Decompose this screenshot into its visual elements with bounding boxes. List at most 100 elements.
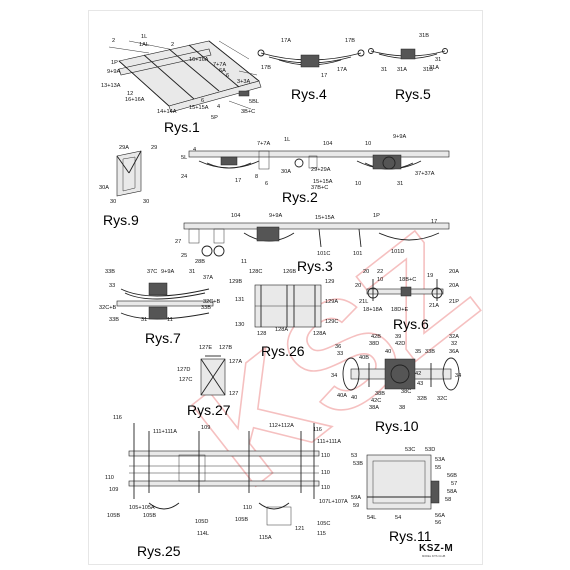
label: 3+3A — [237, 79, 250, 85]
figure-title-rys11: Rys.11 — [389, 528, 432, 544]
label: 111+111A — [317, 439, 341, 445]
label: 14+14A — [157, 109, 177, 115]
label: 53D — [425, 447, 435, 453]
figure-rys5-drawing — [368, 48, 448, 60]
label: 19 — [427, 273, 433, 279]
label: 110 — [321, 485, 330, 491]
label: 20 — [355, 283, 361, 289]
label: 104 — [323, 141, 332, 147]
figure-title-rys9: Rys.9 — [103, 212, 139, 228]
figure-title-rys26: Rys.26 — [261, 343, 305, 359]
label: 5BL — [249, 99, 259, 105]
label: 16+16A — [125, 97, 145, 103]
label: 42 — [415, 371, 421, 377]
label: 33 — [109, 283, 115, 289]
label: 8 — [255, 174, 258, 180]
label: 22 — [377, 269, 383, 275]
label: 31 — [381, 67, 387, 73]
label: 56A — [435, 513, 445, 519]
label: 18D+E — [391, 307, 409, 313]
label: 2 — [171, 42, 174, 48]
drawing-canvas: KSZ 2 1L 1AL 2 1P 9+9A 13+13A 12 16+16A … — [99, 33, 482, 559]
label: 36 — [335, 344, 341, 350]
label: 54L — [367, 515, 376, 521]
label: 29+29A — [311, 167, 331, 173]
label: 42B — [371, 334, 381, 340]
label: 31 — [397, 181, 403, 187]
label: 13+13A — [101, 83, 121, 89]
label: 37C — [147, 269, 157, 275]
label: 1AL — [139, 42, 149, 48]
label: 111+111A — [153, 429, 177, 435]
label: 17 — [235, 178, 241, 184]
label: 17A — [281, 38, 291, 44]
label: 128A — [313, 331, 326, 337]
label: 127D — [177, 367, 190, 373]
label: 31B — [419, 33, 429, 39]
label: 121 — [295, 526, 304, 532]
label: 9+9A — [107, 69, 120, 75]
label: 5P — [211, 115, 218, 121]
label: 33B — [201, 305, 211, 311]
label: 11 — [167, 317, 173, 323]
label: 128A — [275, 327, 288, 333]
label: 33 — [337, 351, 343, 357]
label: 6 — [201, 98, 204, 104]
label: 11 — [241, 259, 247, 265]
label: 6A — [219, 68, 226, 74]
label: 127C — [179, 377, 192, 383]
label: 105B — [235, 517, 248, 523]
label: 105D — [195, 519, 208, 525]
label: 101 — [353, 251, 362, 257]
label: 18+18A — [363, 307, 383, 313]
label: 32C+B — [203, 299, 221, 305]
label: 21L — [359, 299, 368, 305]
label: 9+9A — [393, 134, 406, 140]
figure-title-rys3: Rys.3 — [297, 258, 333, 274]
label: 31B — [423, 67, 433, 73]
label: 21A — [429, 303, 439, 309]
label: 32A — [449, 334, 459, 340]
label: 30A — [281, 169, 291, 175]
label: 31A — [429, 65, 439, 71]
label: 104 — [231, 213, 240, 219]
label: 110 — [321, 453, 330, 459]
label: 105B — [143, 513, 156, 519]
label: 21P — [449, 299, 459, 305]
label: 58 — [445, 497, 451, 503]
figure-title-rys5: Rys.5 — [395, 86, 431, 102]
label: 107L+107A — [319, 499, 348, 505]
label: 31 — [435, 57, 441, 63]
label: 15+15A — [315, 215, 335, 221]
label: 32B — [417, 396, 427, 402]
figure-rys7-drawing — [116, 282, 214, 320]
figure-rys3-drawing — [183, 222, 450, 257]
label: 25 — [181, 253, 187, 259]
label: 110 — [243, 505, 252, 511]
label: 34 — [455, 373, 461, 379]
label: 129B — [229, 279, 242, 285]
label: 53 — [351, 453, 357, 459]
label: 17 — [321, 73, 327, 79]
label: 109 — [201, 425, 210, 431]
figure-rys26-drawing — [254, 284, 322, 328]
label: 31 — [141, 317, 147, 323]
label: 40 — [351, 395, 357, 401]
figure-title-rys10: Rys.10 — [375, 418, 419, 434]
label: 53C — [405, 447, 415, 453]
label: 28B — [195, 259, 205, 265]
label: 9+9A — [269, 213, 282, 219]
label: 30 — [110, 199, 116, 205]
label: 40A — [337, 393, 347, 399]
figure-title-rys1: Rys.1 — [164, 119, 200, 135]
label: 53A — [435, 457, 445, 463]
label: 17B — [261, 65, 271, 71]
label: 114L — [197, 531, 209, 537]
label: 6 — [226, 73, 229, 79]
label: 15+15A — [313, 179, 333, 185]
label: 115 — [317, 531, 326, 537]
label: 1P — [111, 60, 118, 66]
instruction-sheet: KSZ 2 1L 1AL 2 1P 9+9A 13+13A 12 16+16A … — [89, 11, 482, 564]
label: 7+7A — [257, 141, 270, 147]
figure-rys2-drawing — [188, 150, 450, 170]
